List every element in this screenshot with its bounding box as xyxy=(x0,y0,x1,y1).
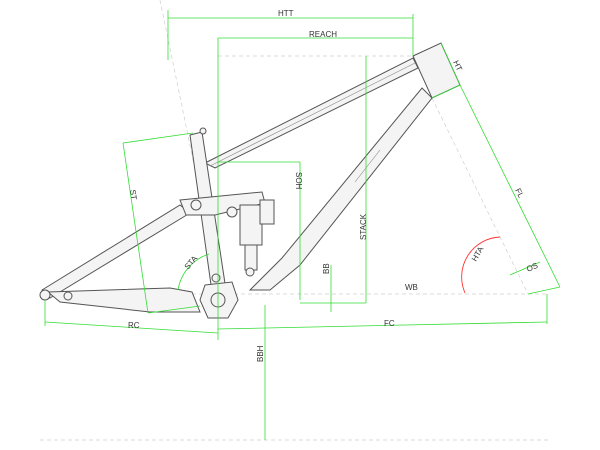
label-rc: RC xyxy=(128,321,140,330)
seat-stay xyxy=(41,204,191,299)
label-ht: HT xyxy=(451,59,464,73)
chain-stay xyxy=(46,287,201,313)
label-fl: FL xyxy=(513,187,526,200)
label-htt: HTT xyxy=(278,9,294,18)
label-stack: STACK xyxy=(359,213,368,240)
label-wb: WB xyxy=(405,283,418,292)
label-hta: HTA xyxy=(470,245,486,263)
top-tube xyxy=(203,57,419,169)
bike-frame xyxy=(39,42,461,319)
label-reach: REACH xyxy=(309,30,337,39)
label-sta: STA xyxy=(183,254,200,272)
reference-lines xyxy=(40,0,550,441)
label-bbh: BBH xyxy=(256,345,265,362)
label-bb: BB xyxy=(322,263,331,274)
down-tube xyxy=(248,87,433,291)
label-fc: FC xyxy=(384,319,395,328)
dimension-lines xyxy=(44,10,561,440)
label-soh: SOH xyxy=(294,172,303,190)
label-os: OS xyxy=(525,261,539,274)
shock xyxy=(239,204,263,246)
label-st: ST xyxy=(128,189,138,200)
